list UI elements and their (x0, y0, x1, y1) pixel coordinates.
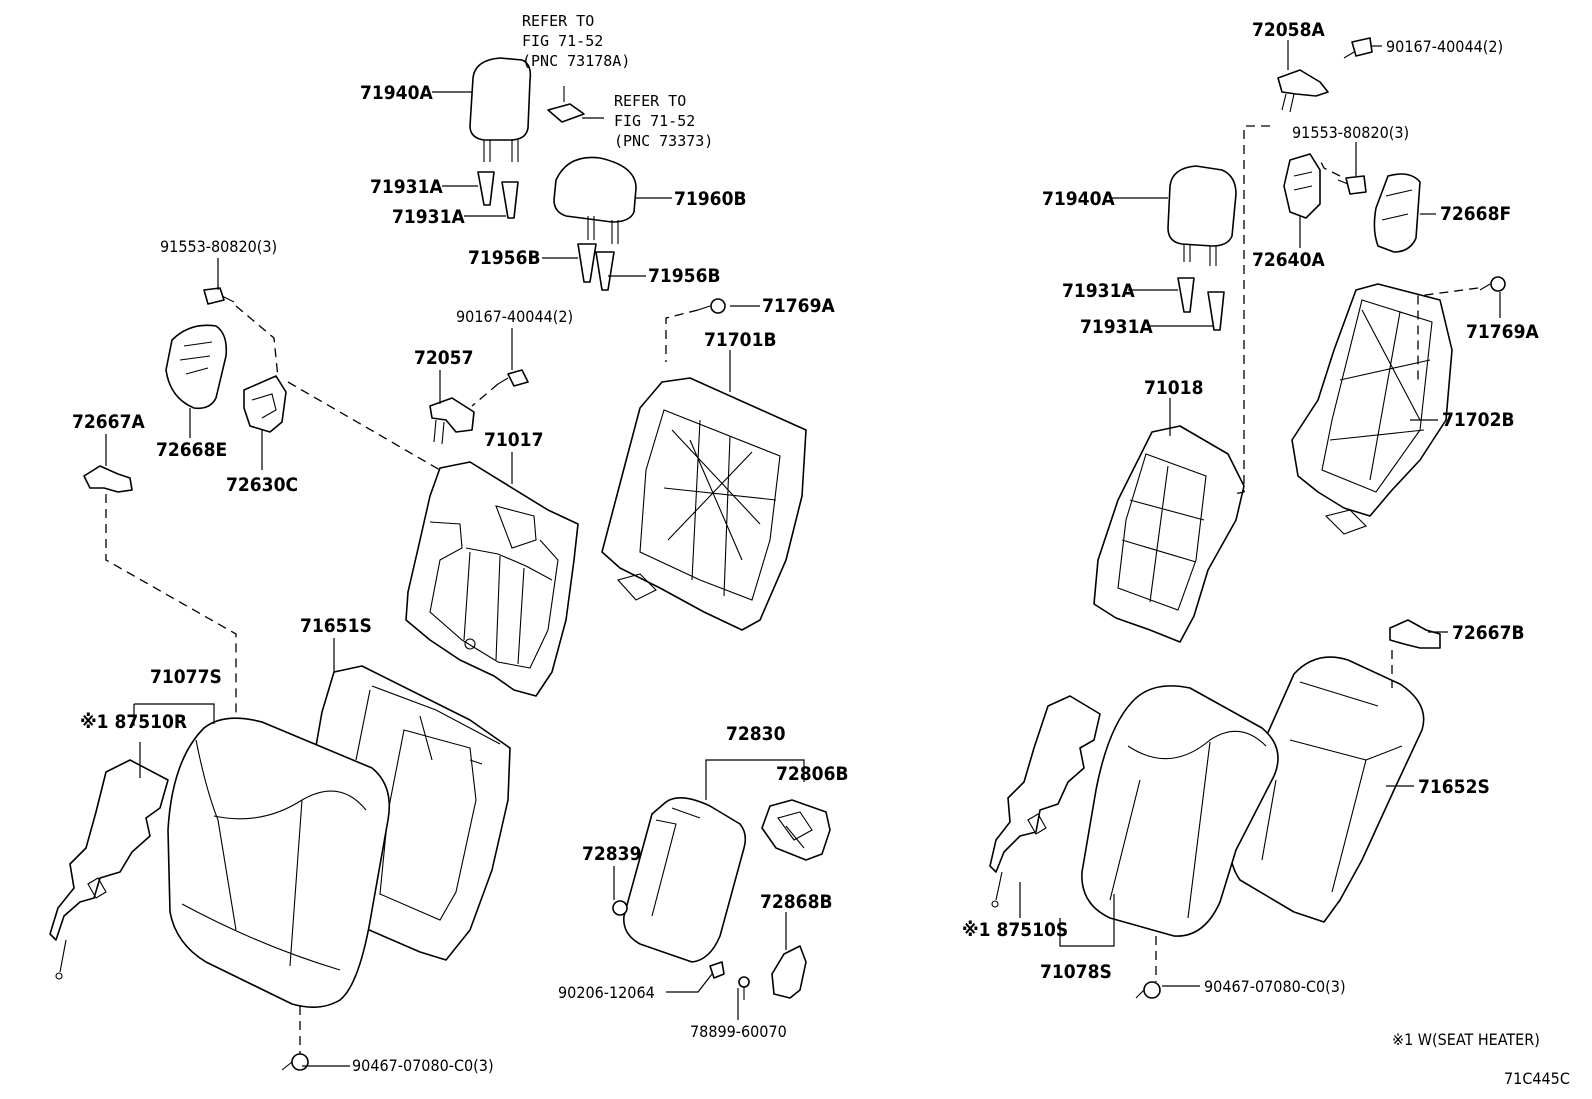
label-90167-left[interactable]: 90167-40044(2) (456, 307, 573, 326)
label-71931A-right-a[interactable]: 71931A (1062, 280, 1135, 302)
label-72630C[interactable]: 72630C (226, 474, 298, 496)
label-72668E[interactable]: 72668E (156, 439, 227, 461)
bolt-90167-left (497, 369, 529, 387)
bracket-72630C (243, 375, 287, 433)
seatback-cover-71078S (1081, 685, 1279, 937)
ref2-line2: FIG 71-52 (614, 112, 695, 130)
headrest-71960B (553, 156, 637, 244)
label-71702B[interactable]: 71702B (1442, 409, 1515, 431)
footnote: ※1 W(SEAT HEATER) 71C445C (1392, 1030, 1570, 1088)
headrest-71940A-right (1167, 165, 1237, 266)
bolt-91553-left (203, 287, 235, 305)
armrest-cushion-72830 (623, 797, 747, 963)
nut-72839 (612, 900, 628, 916)
label-72668F[interactable]: 72668F (1440, 203, 1511, 225)
seat-heater-87510S (989, 695, 1101, 908)
label-87510R[interactable]: ※1 87510R (80, 711, 187, 733)
screw-71769A-right (1479, 276, 1506, 292)
label-72667B[interactable]: 72667B (1452, 622, 1525, 644)
label-90167-right[interactable]: 90167-40044(2) (1386, 37, 1503, 56)
label-91553-left[interactable]: 91553-80820(3) (160, 237, 277, 256)
label-71931A-left-a[interactable]: 71931A (370, 176, 443, 198)
clip-90206 (709, 961, 725, 979)
label-71769A-left[interactable]: 71769A (762, 295, 835, 317)
label-90206[interactable]: 90206-12064 (558, 983, 655, 1002)
ref1-line3: (PNC 73178A) (522, 52, 630, 70)
label-71652S[interactable]: 71652S (1418, 776, 1490, 798)
label-71956B-a[interactable]: 71956B (468, 247, 541, 269)
screw-90467-right (1135, 981, 1161, 999)
cover-72668F (1373, 173, 1421, 253)
seatback-frame-71018 (1093, 425, 1245, 643)
cover-72868B (771, 945, 807, 999)
bolt-90167-right (1343, 37, 1373, 59)
label-72667A[interactable]: 72667A (72, 411, 145, 433)
label-91553-right[interactable]: 91553-80820(3) (1292, 123, 1409, 142)
leader-lines (105, 40, 1501, 1067)
cup-holder-72806B (761, 799, 831, 861)
label-71701B[interactable]: 71701B (704, 329, 777, 351)
clip-78899 (738, 976, 750, 1000)
label-72057[interactable]: 72057 (414, 347, 473, 369)
seatback-board-71701B (601, 377, 807, 631)
label-72830[interactable]: 72830 (726, 723, 786, 745)
assembly-dashed-lines (105, 125, 1479, 1054)
ref1-line2: FIG 71-52 (522, 32, 603, 50)
label-71960B[interactable]: 71960B (674, 188, 747, 210)
part-labels: 71940A 71931A 71931A 71960B 71956B 71956… (72, 19, 1539, 1075)
hook-72667A (83, 465, 133, 493)
label-71940A-right[interactable]: 71940A (1042, 188, 1115, 210)
label-72640A[interactable]: 72640A (1252, 249, 1325, 271)
label-90467-left[interactable]: 90467-07080-C0(3) (352, 1056, 494, 1075)
illustration-code: 71C445C (1504, 1069, 1570, 1088)
reference-notes: REFER TO FIG 71-52 (PNC 73178A) REFER TO… (522, 12, 713, 150)
footnote-seat-heater: ※1 W(SEAT HEATER) (1392, 1030, 1540, 1049)
label-71931A-right-b[interactable]: 71931A (1080, 316, 1153, 338)
clip-ref-73373 (547, 86, 585, 123)
label-71651S[interactable]: 71651S (300, 615, 372, 637)
label-71017[interactable]: 71017 (484, 429, 543, 451)
ref2-line1: REFER TO (614, 92, 686, 110)
label-71769A-right[interactable]: 71769A (1466, 321, 1539, 343)
label-71018[interactable]: 71018 (1144, 377, 1203, 399)
hook-72667B (1389, 619, 1441, 649)
label-71956B-b[interactable]: 71956B (648, 265, 721, 287)
label-71078S[interactable]: 71078S (1040, 961, 1112, 983)
seatback-cover-71077S (167, 717, 391, 1008)
bolt-91553-right (1337, 175, 1367, 195)
screw-90467-left (281, 1053, 309, 1071)
headrest-guide-71931A-left (477, 171, 519, 219)
label-71940A-left[interactable]: 71940A (360, 82, 433, 104)
headrest-guide-71931A-right (1177, 277, 1225, 331)
seatback-board-71702B (1291, 283, 1453, 535)
seatback-frame-71017 (405, 461, 579, 697)
label-71077S[interactable]: 71077S (150, 666, 222, 688)
bracket-72057 (429, 397, 475, 445)
seat-heater-87510R (49, 759, 169, 980)
headrest-71940A-left (469, 57, 532, 162)
ref2-line3: (PNC 73373) (614, 132, 713, 150)
label-72058A[interactable]: 72058A (1252, 19, 1325, 41)
label-72806B[interactable]: 72806B (776, 763, 849, 785)
cover-72668E (165, 324, 228, 410)
bracket-72058A (1277, 69, 1329, 113)
headrest-guide-71956B (577, 243, 615, 291)
ref1-line1: REFER TO (522, 12, 594, 30)
label-90467-right[interactable]: 90467-07080-C0(3) (1204, 977, 1346, 996)
label-87510S[interactable]: ※1 87510S (962, 919, 1068, 941)
label-78899[interactable]: 78899-60070 (690, 1022, 787, 1041)
label-72839[interactable]: 72839 (582, 843, 641, 865)
label-71931A-left-b[interactable]: 71931A (392, 206, 465, 228)
bracket-72640A (1283, 153, 1321, 219)
screw-71769A-left (697, 298, 726, 314)
label-72868B[interactable]: 72868B (760, 891, 833, 913)
